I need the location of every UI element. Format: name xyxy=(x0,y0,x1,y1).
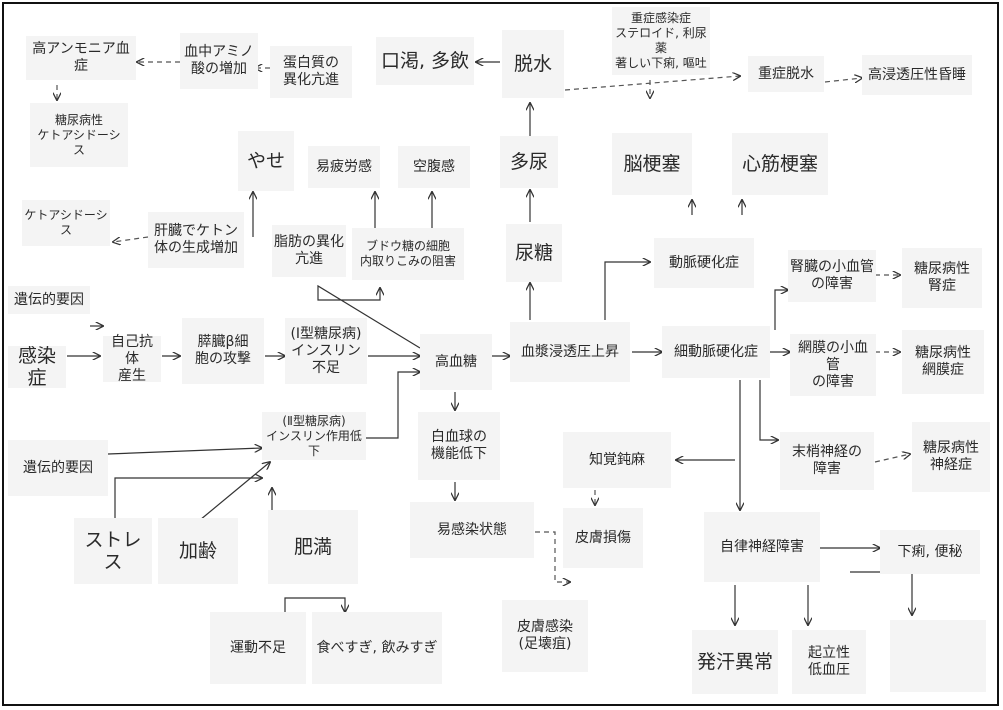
arrow-osmotic-athero xyxy=(604,262,650,320)
node-lack-exercise: 運動不足 xyxy=(210,612,306,684)
node-stress: ストレス xyxy=(74,518,152,584)
node-hyperosmolar: 高浸透圧性昏睡 xyxy=(862,55,972,95)
node-glycosuria: 尿糖 xyxy=(506,224,562,282)
arrow-aging-type2 xyxy=(199,462,270,521)
node-dehydration: 脱水 xyxy=(502,30,564,98)
node-susceptible: 易感染状態 xyxy=(410,502,534,558)
node-diarrhea: 下痢, 便秘 xyxy=(880,530,980,574)
node-cerebral-infarction: 脳梗塞 xyxy=(612,133,692,195)
node-blank-box xyxy=(890,620,986,692)
node-arteriolosclerosis: 細動脈硬化症 xyxy=(662,326,770,378)
node-retinal-vessel: 網膜の小血管 の障害 xyxy=(790,334,876,396)
node-beta-cell-attack: 膵臓β細 胞の攻撃 xyxy=(182,318,264,384)
node-wbc-function: 白血球の 機能低下 xyxy=(418,412,500,480)
node-hunger: 空腹感 xyxy=(398,146,470,188)
node-orthostatic: 起立性 低血圧 xyxy=(792,630,866,694)
node-genetic-2: 遺伝的要因 xyxy=(8,440,108,496)
node-osmotic-pressure: 血漿浸透圧上昇 xyxy=(510,322,630,382)
node-severe-dehydration: 重症脱水 xyxy=(748,56,824,92)
node-type2-insulin: (Ⅱ型糖尿病) インスリン作用低下 xyxy=(262,412,366,460)
node-protein-catab: 蛋白質の 異化亢進 xyxy=(270,46,352,98)
node-myocardial-infarction: 心筋梗塞 xyxy=(732,133,828,195)
node-ketoacidosis: ケトアシドーシス xyxy=(22,200,110,246)
node-fatigue: 易疲労感 xyxy=(308,146,380,188)
node-glucose-uptake: ブドウ糖の細胞 内取りこみの阻害 xyxy=(352,228,464,280)
node-atherosclerosis: 動脈硬化症 xyxy=(654,238,754,288)
node-emaciation: やせ xyxy=(238,131,294,191)
node-thirst: 口渇, 多飲 xyxy=(376,37,474,85)
node-retinopathy: 糖尿病性 網膜症 xyxy=(902,330,984,394)
node-obesity: 肥満 xyxy=(268,510,358,584)
arrow-autonomic-extra xyxy=(850,571,912,615)
node-sweating: 発汗異常 xyxy=(692,630,778,694)
arrow-genetic2-type2 xyxy=(107,448,262,455)
node-sensory-dull: 知覚鈍麻 xyxy=(563,432,671,488)
arrow-stress-type2 xyxy=(114,478,262,530)
node-fat-catab: 脂肪の異化 亢進 xyxy=(272,225,346,277)
arrow-lifestyle-obesity xyxy=(284,597,345,612)
arrow-type2-hyper xyxy=(365,372,420,439)
node-hyperammonemia: 高アンモニア血症 xyxy=(26,36,136,80)
arrow-dehydration-severe xyxy=(564,76,740,91)
node-diabetic-ketoacidosis: 糖尿病性 ケトアシドーシス xyxy=(30,103,128,167)
node-renal-vessel: 腎臓の小血管 の障害 xyxy=(788,250,876,302)
arrow-liver-keto xyxy=(113,236,149,242)
node-nephropathy: 糖尿病性 腎症 xyxy=(902,248,982,308)
node-infection: 感染症 xyxy=(8,345,66,389)
arrow-arteriolo-renal xyxy=(774,290,788,330)
arrow-peripheral-neuro xyxy=(874,454,910,463)
node-genetic-1: 遺伝的要因 xyxy=(8,286,90,314)
node-skin-infection: 皮膚感染 (足壊疽) xyxy=(502,600,588,672)
arrow-susceptible-skininf xyxy=(535,531,570,582)
node-blood-amino: 血中アミノ 酸の増加 xyxy=(180,33,258,89)
node-hyperglycemia: 高血糖 xyxy=(420,334,492,390)
node-skin-damage: 皮膚損傷 xyxy=(563,508,643,568)
node-autonomic: 自律神経障害 xyxy=(704,512,820,582)
node-type1-insulin: (Ⅰ型糖尿病) インスリン不足 xyxy=(285,318,367,384)
node-severe-infection: 重症感染症 ステロイド, 利尿薬 著しい下痢, 嘔吐 xyxy=(612,7,710,75)
node-overeating: 食べすぎ, 飲みすぎ xyxy=(312,612,442,684)
arrow-hyper-fat xyxy=(317,284,421,349)
arrow-arteriolo-peripheral xyxy=(759,380,778,440)
node-neuropathy: 糖尿病性 神経症 xyxy=(912,422,990,492)
node-autoantibody: 自己抗体 産生 xyxy=(103,334,161,384)
node-liver-ketone: 肝臓でケトン 体の生成増加 xyxy=(148,212,244,268)
node-polyuria: 多尿 xyxy=(500,136,558,188)
arrow-severe-hyperosmolar xyxy=(824,78,862,82)
node-aging: 加齢 xyxy=(158,518,238,584)
node-peripheral-nerve: 末梢神経の 障害 xyxy=(780,432,874,490)
